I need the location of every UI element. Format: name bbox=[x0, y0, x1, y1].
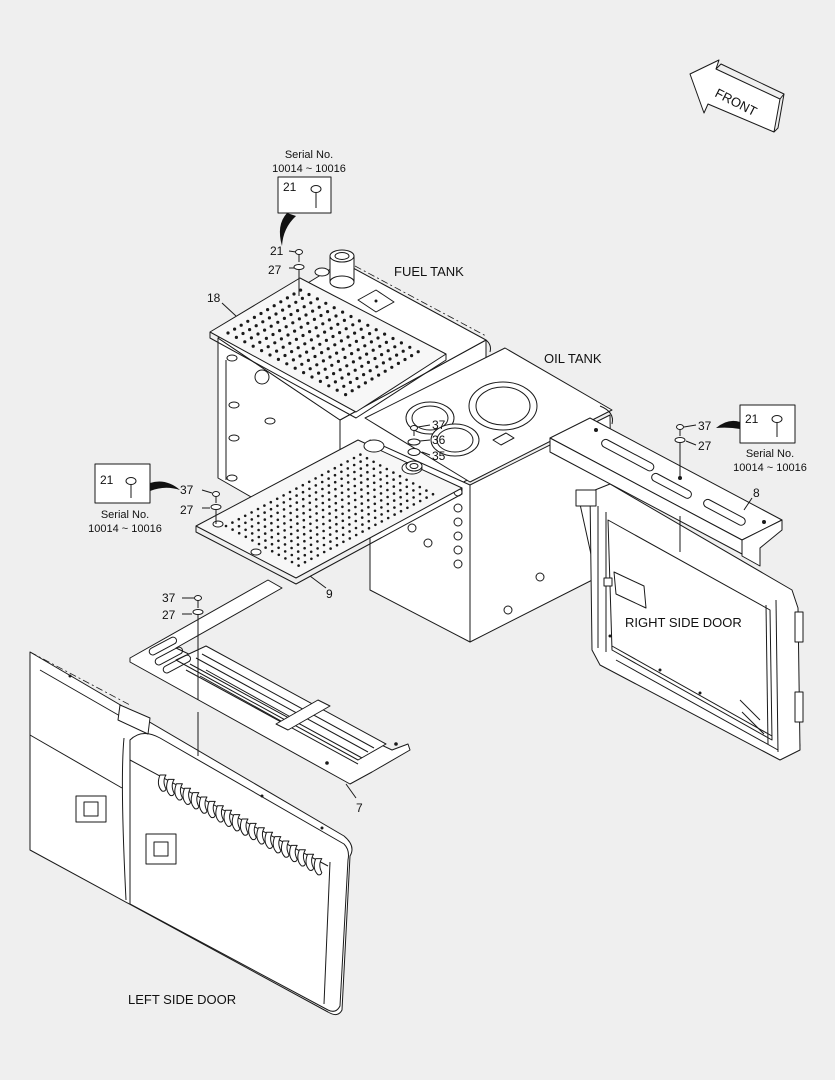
leader-arrow-icon bbox=[150, 481, 180, 491]
serial-note-right-part: 21 bbox=[745, 412, 759, 426]
callout-top-21: 21 bbox=[270, 244, 284, 258]
left-door-handle-rear bbox=[145, 833, 177, 865]
oil-tank-label: OIL TANK bbox=[544, 351, 602, 366]
left-side-door-label: LEFT SIDE DOOR bbox=[128, 992, 236, 1007]
oil-tank-cover-plate bbox=[195, 439, 463, 585]
bolt-icon bbox=[771, 415, 783, 437]
callout-bottom-27: 27 bbox=[162, 608, 176, 622]
callout-8: 8 bbox=[753, 486, 760, 500]
serial-note-right-line2: 10014 ~ 10016 bbox=[733, 462, 807, 474]
callout-bottom-37: 37 bbox=[162, 591, 176, 605]
serial-note-right: 21 Serial No. 10014 ~ 10016 bbox=[716, 404, 807, 474]
fuel-tank-label: FUEL TANK bbox=[394, 264, 464, 279]
callout-right-27: 27 bbox=[698, 439, 712, 453]
serial-note-top-line2: 10014 ~ 10016 bbox=[272, 163, 346, 175]
callout-18: 18 bbox=[207, 291, 221, 305]
side-bracket bbox=[549, 417, 783, 567]
serial-note-left-part: 21 bbox=[100, 473, 114, 487]
callout-36: 36 bbox=[432, 433, 446, 447]
fuel-tank-cover-holes bbox=[226, 288, 420, 397]
callout-35: 35 bbox=[432, 449, 446, 463]
right-side-door-label: RIGHT SIDE DOOR bbox=[625, 615, 742, 630]
right-side-door bbox=[575, 483, 804, 761]
oil-tank-cover-holes bbox=[224, 453, 435, 567]
left-side-door bbox=[29, 651, 353, 1016]
serial-note-top: Serial No. 10014 ~ 10016 21 bbox=[272, 149, 346, 246]
serial-note-top-line1: Serial No. bbox=[285, 149, 333, 161]
leader-arrow-icon bbox=[279, 213, 296, 246]
callout-leaders bbox=[182, 249, 753, 799]
fuel-filler-cap bbox=[329, 249, 355, 289]
bolt-icon bbox=[310, 185, 322, 208]
callout-left-37: 37 bbox=[180, 483, 194, 497]
callout-7: 7 bbox=[356, 801, 363, 815]
bolt-icon bbox=[125, 477, 137, 498]
serial-note-right-line1: Serial No. bbox=[746, 448, 794, 460]
callout-top-27: 27 bbox=[268, 263, 282, 277]
serial-note-left: 21 Serial No. 10014 ~ 10016 bbox=[88, 463, 180, 535]
left-door-louvers bbox=[157, 774, 323, 876]
callout-37-oil: 37 bbox=[432, 418, 446, 432]
oil-tank bbox=[364, 347, 613, 643]
serial-note-top-part: 21 bbox=[283, 180, 297, 194]
front-arrow-icon: FRONT bbox=[689, 59, 785, 133]
left-door-handle-front bbox=[75, 795, 107, 823]
callout-left-27: 27 bbox=[180, 503, 194, 517]
serial-note-left-line2: 10014 ~ 10016 bbox=[88, 523, 162, 535]
serial-note-left-line1: Serial No. bbox=[101, 509, 149, 521]
oil-tank-hardware bbox=[405, 425, 423, 472]
callout-right-37: 37 bbox=[698, 419, 712, 433]
floor-cover-plate bbox=[129, 579, 411, 785]
callout-9: 9 bbox=[326, 587, 333, 601]
leader-arrow-icon bbox=[716, 420, 740, 429]
fuel-tank-cover-plate bbox=[209, 277, 447, 419]
